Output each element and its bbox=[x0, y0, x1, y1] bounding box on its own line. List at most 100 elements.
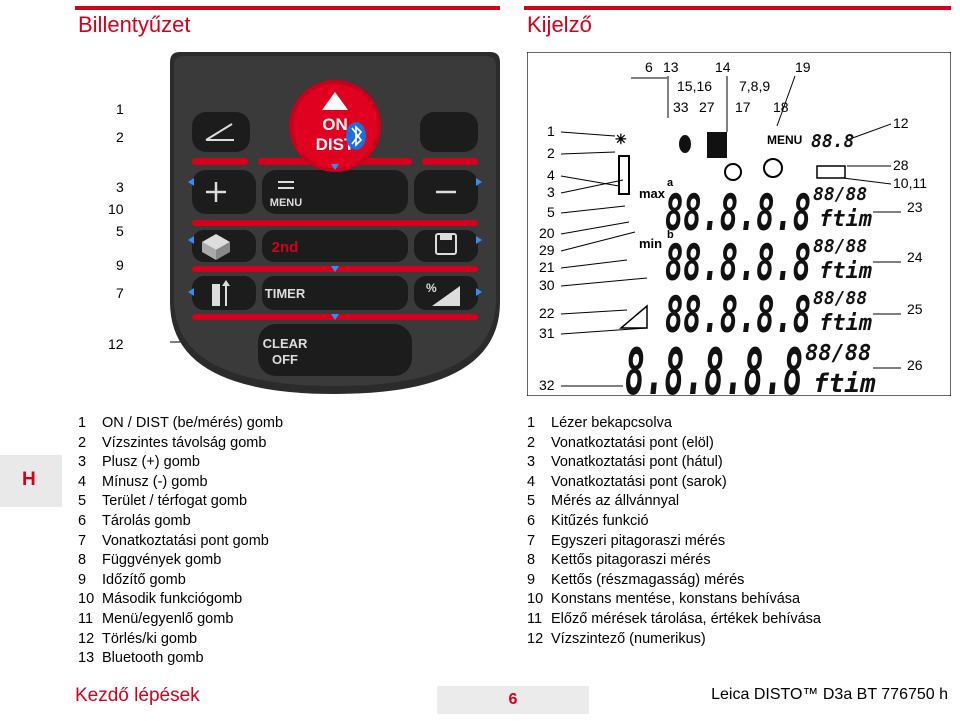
lcd-display-diagram: 6 13 14 19 15,16 7,8,9 33 27 17 18 1 2 4… bbox=[527, 52, 951, 396]
fraction-row-4: 88/88 bbox=[805, 341, 871, 366]
unit-row-2: ftim bbox=[819, 259, 872, 284]
lcd-callout-left-3: 3 bbox=[547, 184, 555, 200]
lcd-callout-right-24: 24 bbox=[907, 249, 923, 265]
kb-callout-left-7: 7 bbox=[116, 285, 124, 301]
tilt-icon bbox=[618, 304, 648, 329]
digit-row-1: 88.8.8.8 bbox=[665, 184, 811, 242]
lcd-callout-7-8-9: 7,8,9 bbox=[739, 78, 770, 94]
lcd-leader-lines bbox=[560, 75, 901, 387]
lcd-callout-left-1: 1 bbox=[547, 123, 555, 139]
footer-product-name: Leica DISTO™ D3a BT 776750 h bbox=[711, 686, 948, 703]
fraction-row-1: 88/88 bbox=[813, 184, 867, 205]
display-section-title: Kijelző bbox=[527, 12, 592, 37]
lcd-callout-left-29: 29 bbox=[539, 242, 555, 258]
unit-row-4: ftim bbox=[813, 369, 876, 396]
functions-icon: % bbox=[426, 281, 460, 306]
lcd-callout-right-25: 25 bbox=[907, 301, 923, 317]
battery-icon bbox=[816, 165, 846, 179]
menu-indicator: MENU bbox=[767, 133, 802, 147]
lcd-callout-27: 27 bbox=[699, 99, 715, 115]
lcd-callout-right-12: 12 bbox=[893, 115, 909, 131]
big-digit-row: 8.8.8.8.8 bbox=[625, 336, 803, 396]
lcd-callout-left-31: 31 bbox=[539, 325, 555, 341]
a-label: a bbox=[667, 177, 674, 189]
bluetooth-icon bbox=[346, 122, 366, 150]
lcd-callout-17: 17 bbox=[735, 99, 751, 115]
kb-callout-left-1: 1 bbox=[116, 101, 124, 117]
kb-callout-left-2: 2 bbox=[116, 129, 124, 145]
menu-label: MENU bbox=[270, 197, 302, 209]
equals-icon bbox=[278, 181, 294, 189]
on-label: ON bbox=[322, 115, 348, 134]
digit-row-3: 88.8.8.8 bbox=[665, 286, 811, 344]
save-icon bbox=[435, 233, 457, 255]
fraction-row-2: 88/88 bbox=[813, 236, 867, 257]
kb-callout-left-9: 9 bbox=[116, 257, 124, 273]
lcd-callout-left-32: 32 bbox=[539, 377, 555, 393]
lcd-callout-33: 33 bbox=[673, 99, 689, 115]
language-tab-label: H bbox=[22, 469, 36, 490]
lcd-callout-right-26: 26 bbox=[907, 357, 923, 373]
unit-row-3: ftim bbox=[819, 311, 872, 336]
dist-label: DIST bbox=[316, 135, 355, 154]
cube-icon bbox=[707, 132, 727, 158]
max-label: max bbox=[639, 186, 666, 201]
timer-label: TIMER bbox=[265, 286, 306, 301]
off-label: OFF bbox=[272, 352, 298, 367]
page-number: 6 bbox=[437, 686, 589, 714]
lcd-callout-left-5: 5 bbox=[547, 204, 555, 220]
horizontal-distance-icon bbox=[205, 123, 234, 141]
lcd-callout-18: 18 bbox=[773, 99, 789, 115]
display-title-rule bbox=[524, 6, 951, 10]
lcd-callout-right-28: 28 bbox=[893, 157, 909, 173]
keyboard-section-title: Billentyűzet bbox=[78, 12, 191, 37]
timer-icon bbox=[763, 158, 783, 178]
area-volume-icon bbox=[202, 234, 230, 260]
lcd-callout-19: 19 bbox=[795, 59, 811, 75]
info-icon bbox=[724, 163, 742, 181]
unit-row-1: ftim bbox=[819, 207, 872, 232]
lcd-callout-15-16: 15,16 bbox=[677, 78, 712, 94]
lcd-callout-right-23: 23 bbox=[907, 199, 923, 215]
keyboard-title-rule bbox=[75, 6, 500, 10]
lcd-callout-14: 14 bbox=[715, 59, 731, 75]
laser-icon: ✳ bbox=[615, 131, 627, 147]
kb-callout-left-3: 3 bbox=[116, 179, 124, 195]
kb-callout-left-10: 10 bbox=[108, 201, 124, 217]
kb-callout-left-12: 12 bbox=[108, 336, 124, 352]
fraction-row-3: 88/88 bbox=[813, 288, 867, 309]
svg-text:%: % bbox=[426, 281, 437, 295]
lcd-callout-right-10-11: 10,11 bbox=[893, 175, 927, 191]
reference-device-icon bbox=[618, 155, 630, 195]
digit-row-2: 88.8.8.8 bbox=[665, 234, 811, 292]
lcd-callout-left-4: 4 bbox=[547, 167, 555, 183]
b-label: b bbox=[667, 229, 674, 241]
small-digit-readout: 88.8 bbox=[811, 131, 854, 152]
language-tab: H bbox=[0, 455, 62, 507]
lcd-callout-left-30: 30 bbox=[539, 277, 555, 293]
clear-label: CLEAR bbox=[263, 336, 308, 351]
plus-icon bbox=[206, 182, 226, 202]
keypad-illustration: ON DIST MENU 2nd TIMER % CLEAR OFF bbox=[170, 52, 500, 394]
